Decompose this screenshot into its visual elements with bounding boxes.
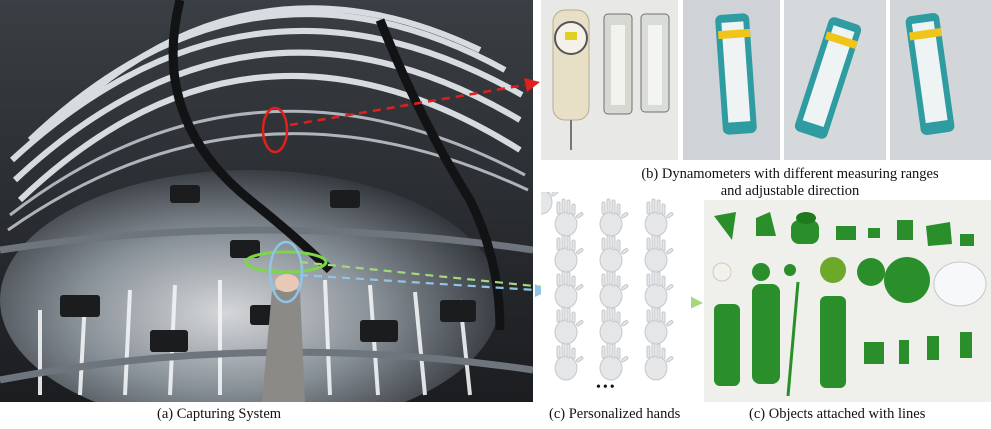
capturing-system-photo	[0, 0, 533, 402]
hands-ellipsis: •••	[596, 380, 617, 395]
dynamometers-caption-line2: and adjustable direction	[720, 183, 860, 199]
dynamometers-caption-line1: (b) Dynamometers with different measurin…	[641, 166, 939, 182]
hand-highlight-ellipse	[268, 240, 304, 304]
objects-caption: (c) Objects attached with lines	[749, 406, 926, 422]
personalized-hands-caption: (c) Personalized hands	[549, 406, 681, 422]
capturing-system-caption: (a) Capturing System	[157, 406, 282, 422]
dynamometers-caption: (b) Dynamometers with different measurin…	[600, 166, 980, 200]
personalized-hands-photo: •••	[541, 192, 691, 402]
object-highlight-ellipse	[244, 250, 328, 274]
dynamometer-highlight-circle	[261, 106, 289, 154]
objects-photo	[704, 200, 991, 402]
dynamometers-photo-group	[541, 0, 991, 160]
